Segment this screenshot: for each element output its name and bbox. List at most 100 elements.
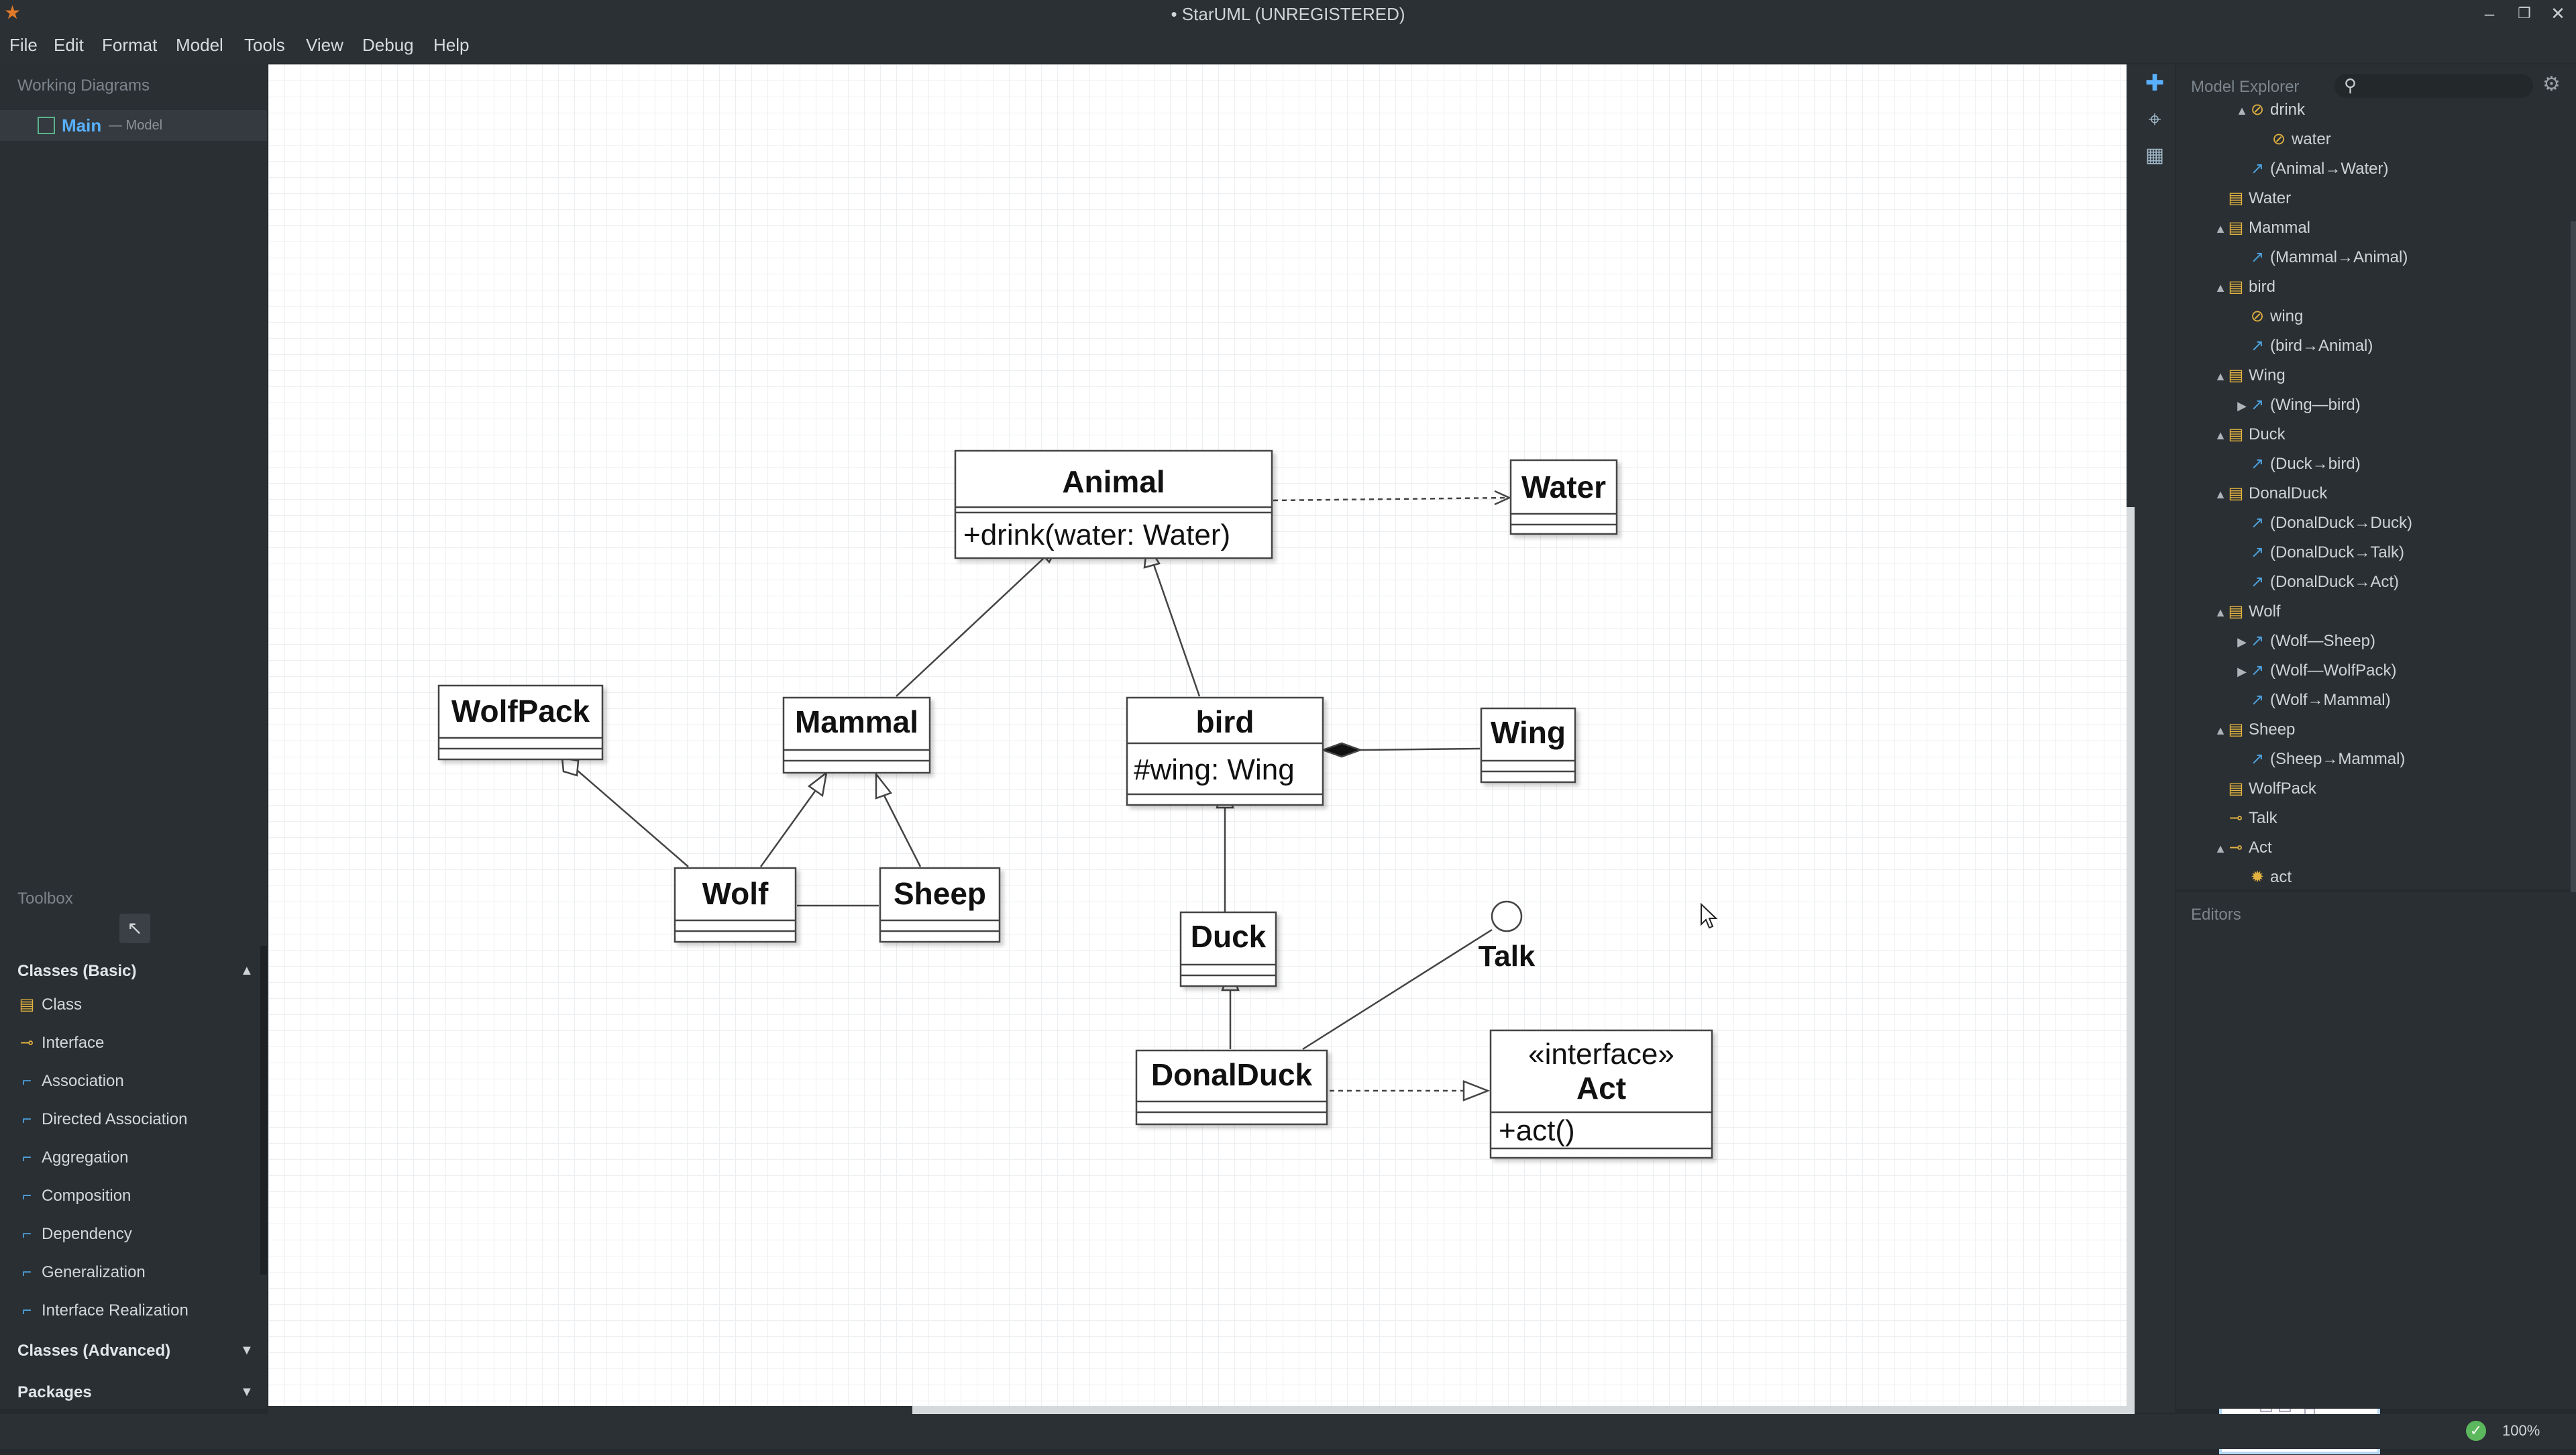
tree-item[interactable]: ↗(DonalDuck→Duck) — [2235, 508, 2412, 538]
menu-model[interactable]: Model — [176, 35, 223, 55]
aggregation-wolf-wolfpack[interactable] — [576, 769, 689, 867]
restore-button[interactable]: ❐ — [2518, 5, 2531, 21]
collapse-arrow-icon[interactable]: ▲ — [2236, 104, 2248, 117]
tree-item[interactable]: ▶↗(Wing—bird) — [2235, 390, 2361, 420]
tree-item[interactable]: ↗(DonalDuck→Talk) — [2235, 538, 2404, 568]
menu-format[interactable]: Format — [102, 35, 158, 55]
tree-item[interactable]: ⊘wing — [2235, 302, 2303, 331]
tree-item[interactable]: ⊸Talk — [2214, 804, 2277, 833]
layout-grid-icon[interactable]: ▦ — [2145, 144, 2165, 166]
tool-class[interactable]: ▤Class — [19, 990, 254, 1020]
interface-act[interactable]: «interface» Act +act() — [1489, 1029, 1713, 1159]
generalization-wolf-mammal[interactable] — [759, 790, 817, 867]
realization-donalduck-talk[interactable] — [1302, 928, 1493, 1050]
minimize-button[interactable]: – — [2484, 3, 2495, 23]
generalization-mammal-animal[interactable] — [896, 557, 1044, 697]
diagram-canvas[interactable]: Talk Animal +drink(water: Water) Water — [268, 64, 2380, 1454]
tree-item[interactable]: ▤Water — [2214, 184, 2291, 213]
tree-item[interactable]: ▶↗(Wolf—Sheep) — [2235, 627, 2375, 656]
tree-item[interactable]: ↗(Duck→bird) — [2235, 449, 2361, 479]
menu-edit[interactable]: Edit — [54, 35, 84, 55]
menu-view[interactable]: View — [306, 35, 343, 55]
tool-composition[interactable]: ⌐Composition — [19, 1181, 254, 1211]
tool-aggregation[interactable]: ⌐Aggregation — [19, 1143, 254, 1173]
tree-item[interactable]: ▲⊸Act — [2214, 833, 2272, 863]
collapse-arrow-icon[interactable]: ▲ — [2214, 842, 2226, 855]
class-wolfpack[interactable]: WolfPack — [437, 684, 604, 761]
tree-item[interactable]: ▲▤DonalDuck — [2214, 479, 2327, 508]
tree-item[interactable]: ▲▤Wing — [2214, 361, 2286, 390]
expand-arrow-icon[interactable]: ▶ — [2237, 399, 2247, 413]
section-classes-advanced[interactable]: Classes (Advanced) — [17, 1342, 171, 1360]
class-animal[interactable]: Animal +drink(water: Water) — [954, 449, 1273, 559]
canvas-horizontal-scroll-thumb[interactable] — [268, 1406, 912, 1414]
generalization-bird-animal[interactable] — [1152, 564, 1201, 697]
tree-item[interactable]: ▤WolfPack — [2214, 774, 2316, 804]
collapse-arrow-icon[interactable]: ▲ — [2214, 724, 2226, 737]
pointer-tool-icon[interactable]: ↖ — [119, 914, 150, 943]
class-wolf[interactable]: Wolf — [674, 867, 797, 943]
collapse-arrow-icon[interactable]: ▲ — [2214, 488, 2226, 501]
collapse-arrow-icon[interactable]: ▲ — [240, 963, 254, 978]
tree-item[interactable]: ▶↗(Wolf—WolfPack) — [2235, 656, 2396, 686]
tree-item[interactable]: ↗(Animal→Water) — [2235, 154, 2389, 184]
class-sheep[interactable]: Sheep — [879, 867, 1001, 943]
tool-directed-association[interactable]: ⌐Directed Association — [19, 1105, 254, 1134]
section-classes-basic[interactable]: Classes (Basic) — [17, 962, 137, 980]
collapse-arrow-icon[interactable]: ▲ — [2214, 606, 2226, 619]
tree-item[interactable]: ▲▤Mammal — [2214, 213, 2310, 243]
working-diagram-item-main[interactable]: Main — Model — [0, 110, 267, 141]
tree-item[interactable]: ↗(Wolf→Mammal) — [2235, 686, 2391, 715]
section-packages[interactable]: Packages — [17, 1383, 92, 1401]
tree-item[interactable]: ↗(DonalDuck→Act) — [2235, 568, 2399, 597]
menu-file[interactable]: File — [9, 35, 38, 55]
tree-item[interactable]: ⊘water — [2257, 125, 2331, 154]
tool-dependency[interactable]: ⌐Dependency — [19, 1220, 254, 1249]
tree-item[interactable]: ↗(Mammal→Animal) — [2235, 243, 2408, 272]
model-explorer-scrollbar[interactable] — [2571, 221, 2576, 892]
tree-item[interactable]: ▲⊘drink — [2235, 98, 2305, 125]
tool-interface-realization[interactable]: ⌐Interface Realization — [19, 1296, 254, 1326]
tree-item[interactable]: ▲▤Sheep — [2214, 715, 2295, 745]
menu-debug[interactable]: Debug — [362, 35, 414, 55]
tool-interface[interactable]: ⊸Interface — [19, 1028, 254, 1058]
menu-help[interactable]: Help — [433, 35, 470, 55]
class-water[interactable]: Water — [1509, 459, 1618, 535]
interface-talk-circle[interactable] — [1491, 900, 1523, 932]
tree-item[interactable]: ▲▤Duck — [2214, 420, 2286, 449]
class-duck[interactable]: Duck — [1179, 911, 1277, 987]
tree-item[interactable]: ↗(Sheep→Mammal) — [2235, 745, 2405, 774]
gear-icon[interactable]: ⚙ — [2542, 73, 2561, 95]
collapse-arrow-icon[interactable]: ▲ — [2214, 370, 2226, 383]
tool-association[interactable]: ⌐Association — [19, 1067, 254, 1096]
validation-ok-icon[interactable]: ✓ — [2466, 1421, 2486, 1441]
class-donalduck[interactable]: DonalDuck — [1135, 1049, 1328, 1126]
dependency-animal-water[interactable] — [1273, 496, 1509, 502]
close-button[interactable]: ✕ — [2551, 3, 2565, 23]
tree-item[interactable]: ✹act — [2235, 863, 2292, 890]
collapse-arrow-icon[interactable]: ▲ — [2214, 429, 2226, 442]
expand-arrow-icon[interactable]: ▼ — [240, 1343, 254, 1358]
navigator-crosshair-icon[interactable]: ⌖ — [2148, 107, 2161, 132]
generalization-sheep-mammal[interactable] — [883, 795, 922, 867]
model-explorer-search-input[interactable]: ⚲ — [2334, 74, 2533, 98]
tool-generalization[interactable]: ⌐Generalization — [19, 1258, 254, 1287]
toolbox-scrollbar[interactable] — [260, 946, 267, 1275]
class-bird[interactable]: bird #wing: Wing — [1126, 696, 1324, 806]
class-mammal[interactable]: Mammal — [782, 696, 931, 774]
canvas-vertical-scroll-thumb[interactable] — [2127, 64, 2135, 507]
collapse-arrow-icon[interactable]: ▲ — [2214, 222, 2226, 235]
extensions-puzzle-icon[interactable]: ✚ — [2145, 70, 2165, 96]
expand-arrow-icon[interactable]: ▶ — [2237, 665, 2247, 678]
uml-class-diagram[interactable]: Talk Animal +drink(water: Water) Water — [268, 64, 2127, 1406]
composition-bird-wing[interactable] — [1360, 747, 1481, 751]
tree-item[interactable]: ▲▤bird — [2214, 272, 2275, 302]
class-wing[interactable]: Wing — [1480, 707, 1576, 784]
expand-arrow-icon[interactable]: ▼ — [240, 1385, 254, 1399]
zoom-level[interactable]: 100% — [2502, 1422, 2540, 1439]
tree-item[interactable]: ▲▤Wolf — [2214, 597, 2281, 627]
collapse-arrow-icon[interactable]: ▲ — [2214, 281, 2226, 294]
menu-tools[interactable]: Tools — [244, 35, 285, 55]
tree-item[interactable]: ↗(bird→Animal) — [2235, 331, 2373, 361]
expand-arrow-icon[interactable]: ▶ — [2237, 635, 2247, 649]
